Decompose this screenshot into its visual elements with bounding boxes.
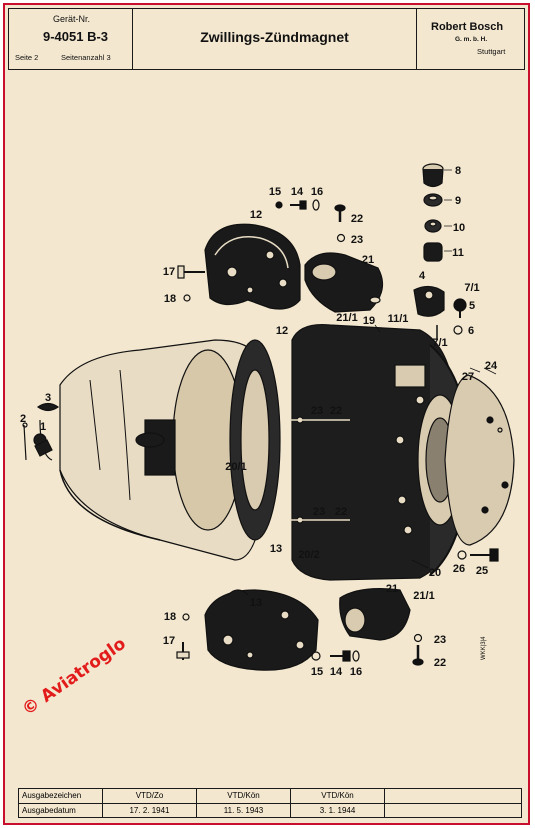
issue-date-row: Ausgabedatum 17. 2. 1941 11. 5. 1943 3. … bbox=[19, 804, 521, 818]
main-housing-19 bbox=[290, 323, 470, 581]
callout-18-top: 18 bbox=[163, 293, 177, 305]
callout-9: 9 bbox=[454, 195, 462, 207]
callout-21-top: 21 bbox=[361, 254, 375, 266]
callout-20: 20 bbox=[428, 567, 442, 579]
callout-5: 5 bbox=[468, 300, 476, 312]
callout-22-upper: 22 bbox=[329, 405, 343, 417]
company-cell: Robert Bosch G. m. b. H. Stuttgart bbox=[417, 9, 524, 69]
gear-housing bbox=[33, 339, 281, 561]
callout-16-bottom: 16 bbox=[349, 666, 363, 678]
part-6 bbox=[453, 325, 463, 335]
lower-cap-21 bbox=[339, 588, 411, 641]
top-screw-parts bbox=[275, 199, 346, 243]
part-9 bbox=[423, 193, 443, 207]
issue-code-3: VTD/Kön bbox=[291, 789, 385, 803]
callout-23-bottom: 23 bbox=[433, 634, 447, 646]
issue-code-1: VTD/Zo bbox=[103, 789, 197, 803]
callout-2: 2 bbox=[19, 413, 27, 425]
callout-7-1-bottom: 7/1 bbox=[432, 337, 448, 349]
issue-date-3: 3. 1. 1944 bbox=[291, 804, 385, 818]
callout-22-lower: 22 bbox=[334, 506, 348, 518]
page-count: Seitenanzahl 3 bbox=[61, 53, 111, 62]
issue-code-label: Ausgabezeichen bbox=[19, 789, 103, 803]
callout-24: 24 bbox=[484, 360, 498, 372]
lower-coil-13 bbox=[204, 589, 319, 671]
page-number: Seite 2 bbox=[15, 53, 39, 62]
issue-date-2: 11. 5. 1943 bbox=[197, 804, 291, 818]
callout-26: 26 bbox=[452, 563, 466, 575]
callout-14-top: 14 bbox=[290, 186, 304, 198]
end-plate-24 bbox=[444, 374, 515, 546]
callout-7-1-top: 7/1 bbox=[464, 282, 480, 294]
callout-20-2: 20/2 bbox=[298, 549, 320, 561]
callout-13-mid: 13 bbox=[269, 543, 283, 555]
callout-23-top: 23 bbox=[350, 234, 364, 246]
callout-20-1: 20/1 bbox=[225, 461, 247, 473]
lower-bolt-17-18 bbox=[176, 613, 190, 660]
title-block: Gerät-Nr. 9-4051 B-3 Seite 2 Seitenanzah… bbox=[8, 8, 525, 70]
callout-21-bottom: 21 bbox=[385, 583, 399, 595]
callout-12-top: 12 bbox=[249, 209, 263, 221]
part-4-assembly bbox=[413, 285, 445, 340]
issue-code-row: Ausgabezeichen VTD/Zo VTD/Kön VTD/Kön bbox=[19, 789, 521, 804]
callout-15-top: 15 bbox=[268, 186, 282, 198]
callout-18-bottom: 18 bbox=[163, 611, 177, 623]
callout-21-1-bottom: 21/1 bbox=[413, 590, 435, 602]
callout-25: 25 bbox=[475, 565, 489, 577]
part-11 bbox=[423, 242, 443, 262]
part-10 bbox=[424, 219, 442, 233]
upper-cap-21 bbox=[304, 252, 384, 313]
callout-19: 19 bbox=[362, 315, 376, 327]
callout-3: 3 bbox=[44, 392, 52, 404]
lower-screw-parts bbox=[311, 633, 424, 666]
company-name: Robert Bosch bbox=[431, 21, 504, 33]
document-title: Zwillings-Zündmagnet bbox=[200, 29, 349, 45]
callout-22-bottom: 22 bbox=[433, 657, 447, 669]
device-number-label: Gerät-Nr. bbox=[53, 14, 91, 24]
callout-11-1: 11/1 bbox=[387, 313, 409, 325]
issue-code-2: VTD/Kön bbox=[197, 789, 291, 803]
callout-4: 4 bbox=[418, 270, 426, 282]
callout-14-bottom: 14 bbox=[329, 666, 343, 678]
callout-23-upper: 23 bbox=[310, 405, 324, 417]
svg-text:WKK|3|4: WKK|3|4 bbox=[481, 636, 487, 660]
callout-8: 8 bbox=[454, 165, 462, 177]
callout-17-top: 17 bbox=[162, 266, 176, 278]
callout-1: 1 bbox=[39, 421, 47, 433]
callout-27: 27 bbox=[461, 371, 475, 383]
issue-table: Ausgabezeichen VTD/Zo VTD/Kön VTD/Kön Au… bbox=[18, 788, 522, 818]
parts-1-2-3 bbox=[22, 402, 60, 461]
callout-15-bottom: 15 bbox=[310, 666, 324, 678]
title-cell: Zwillings-Zündmagnet bbox=[133, 9, 417, 69]
callout-11: 11 bbox=[452, 247, 464, 259]
callout-23-lower: 23 bbox=[312, 506, 326, 518]
callout-6: 6 bbox=[467, 325, 475, 337]
device-number-cell: Gerät-Nr. 9-4051 B-3 Seite 2 Seitenanzah… bbox=[9, 9, 133, 69]
company-form: G. m. b. H. bbox=[455, 36, 488, 43]
issue-date-label: Ausgabedatum bbox=[19, 804, 103, 818]
callout-10: 10 bbox=[452, 222, 466, 234]
callout-22-top: 22 bbox=[350, 213, 364, 225]
callout-12-mid: 12 bbox=[275, 325, 289, 337]
callout-16-top: 16 bbox=[310, 186, 324, 198]
callout-13-bottom: 13 bbox=[249, 597, 263, 609]
device-number: 9-4051 B-3 bbox=[43, 29, 109, 44]
company-city: Stuttgart bbox=[477, 47, 506, 56]
upper-bolt-17-18 bbox=[177, 265, 205, 302]
screw-25-26 bbox=[457, 548, 499, 562]
issue-date-1: 17. 2. 1941 bbox=[103, 804, 197, 818]
callout-17-bottom: 17 bbox=[162, 635, 176, 647]
callout-21-1-top: 21/1 bbox=[336, 312, 358, 324]
part-5 bbox=[453, 298, 467, 318]
leader-lines bbox=[374, 169, 497, 569]
part-8 bbox=[422, 163, 444, 188]
upper-coil-12 bbox=[204, 223, 301, 310]
